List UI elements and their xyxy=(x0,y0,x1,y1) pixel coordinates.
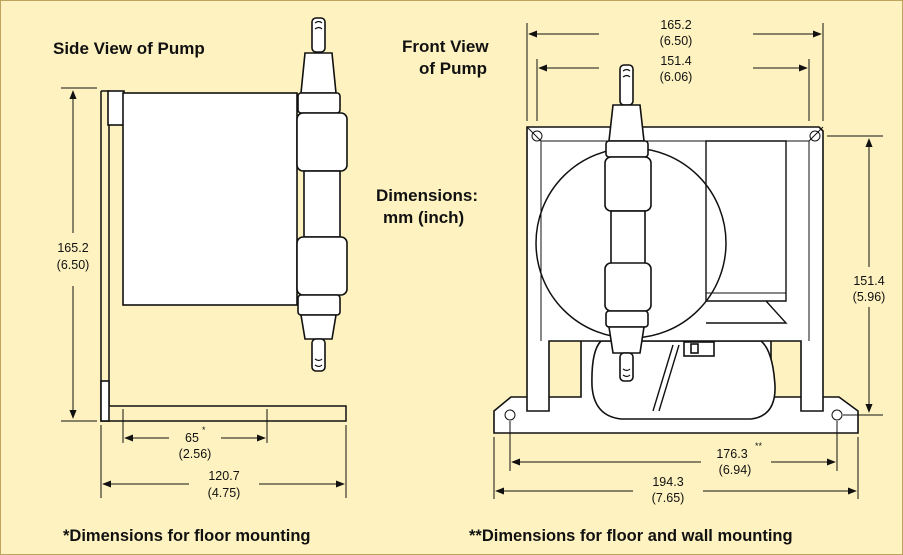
side-top-tab xyxy=(107,90,125,126)
footnote-floor-wall: **Dimensions for floor and wall mounting xyxy=(469,527,793,545)
front-view-title-line1: Front View xyxy=(402,37,489,56)
side-pump-head xyxy=(296,17,348,372)
side-floor-mm: 65 xyxy=(185,431,199,445)
footnote-floor: *Dimensions for floor mounting xyxy=(63,527,311,545)
units-note-line1: Dimensions: xyxy=(376,186,478,205)
front-top-outer-in: (6.50) xyxy=(660,34,693,48)
side-depth-mm: 120.7 xyxy=(208,469,239,483)
front-view-drawing xyxy=(493,23,883,499)
front-top-inner-in: (6.06) xyxy=(660,70,693,84)
front-top-outer-mm: 165.2 xyxy=(660,18,691,32)
side-view-title: Side View of Pump xyxy=(53,39,205,58)
front-right-mm: 151.4 xyxy=(853,274,884,288)
side-floor-in: (2.56) xyxy=(179,447,212,461)
front-right-in: (5.96) xyxy=(853,290,886,304)
front-base-outer-in: (7.65) xyxy=(652,491,685,505)
front-control-panel xyxy=(705,140,788,324)
side-housing xyxy=(122,92,298,306)
side-height-mm: 165.2 xyxy=(57,241,88,255)
front-top-inner-mm: 151.4 xyxy=(660,54,691,68)
front-base-inner-mm: 176.3 xyxy=(716,447,747,461)
side-view-drawing xyxy=(61,17,348,498)
front-view-title-line2: of Pump xyxy=(419,59,487,78)
side-bottom-foot xyxy=(100,380,110,422)
front-base-inner-mark: ** xyxy=(755,441,763,451)
front-base-outer-mm: 194.3 xyxy=(652,475,683,489)
side-height-in: (6.50) xyxy=(57,258,90,272)
front-base-inner-in: (6.94) xyxy=(719,463,752,477)
side-depth-in: (4.75) xyxy=(208,486,241,500)
front-drive-housing xyxy=(591,340,776,420)
side-floor-mark: * xyxy=(202,425,206,435)
front-pump-head xyxy=(604,64,652,382)
units-note-line2: mm (inch) xyxy=(383,208,464,227)
